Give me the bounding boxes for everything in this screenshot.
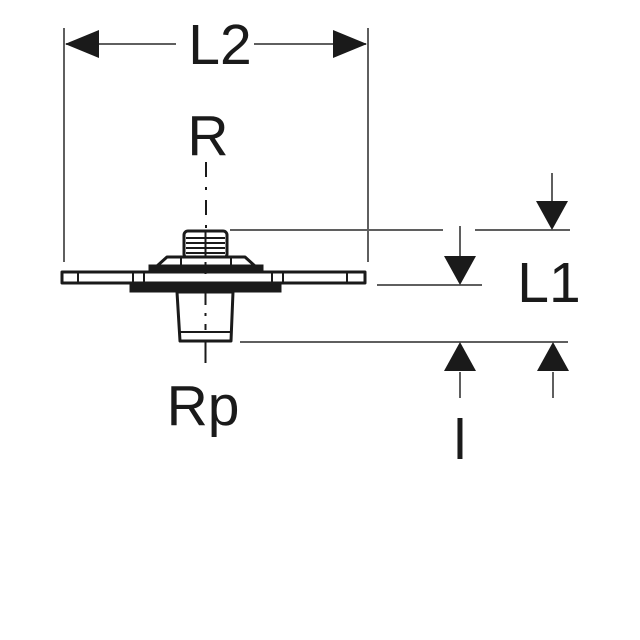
- dimension-l1: [536, 173, 569, 398]
- dimension-l: [444, 226, 476, 398]
- l-top-arrowhead-icon: [444, 256, 476, 285]
- thread-lines: [186, 232, 225, 257]
- label-l1: L1: [517, 251, 580, 315]
- spigot: [175, 290, 235, 343]
- plate-segment-lines: [77, 272, 348, 283]
- l1-top-arrowhead-icon: [536, 201, 568, 230]
- arrowhead-right-icon: [333, 30, 367, 58]
- reference-lines: [230, 229, 570, 343]
- label-l2: L2: [188, 13, 251, 77]
- labels: L2 R L1 Rp l: [167, 13, 581, 472]
- l-bottom-arrowhead-icon: [444, 342, 476, 371]
- arrowhead-left-icon: [65, 30, 99, 58]
- centerline: [204, 162, 207, 363]
- fitting: [60, 229, 367, 343]
- l1-bottom-arrowhead-icon: [537, 342, 569, 371]
- label-l: l: [454, 408, 467, 472]
- label-r: R: [187, 104, 228, 168]
- mounting-plate: [60, 270, 367, 285]
- label-rp: Rp: [167, 374, 240, 438]
- dimension-l2: [63, 28, 369, 262]
